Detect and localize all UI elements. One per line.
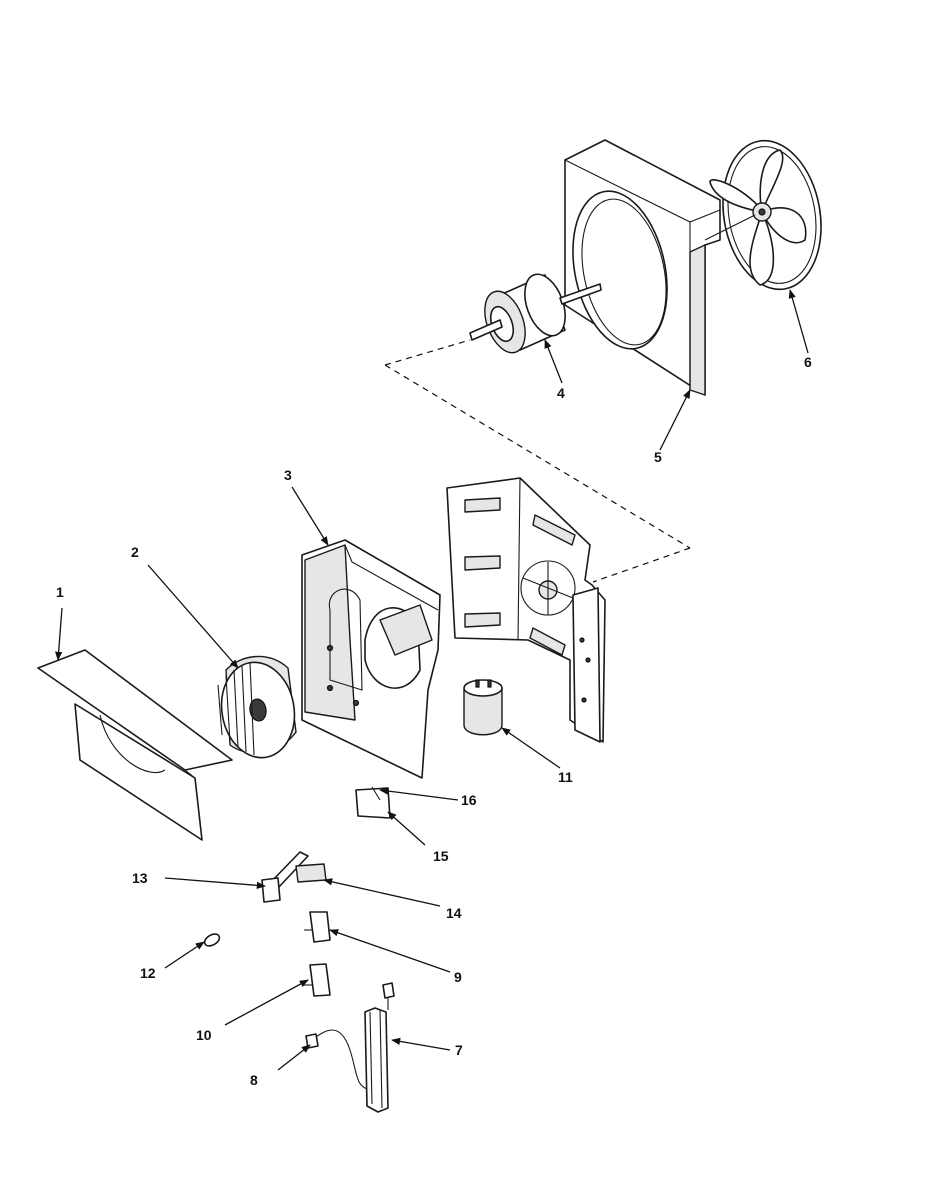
callout-1: 1 [56, 584, 64, 600]
part-3-blower-scroll [301, 539, 441, 779]
callout-12: 12 [140, 965, 156, 981]
part-1-cover-panel [37, 649, 233, 841]
part-15-16-label-plate [355, 786, 391, 819]
callout-10: 10 [196, 1027, 212, 1043]
bulkhead-bracket [446, 477, 606, 743]
part-9-thermostat [304, 911, 331, 943]
callout-5: 5 [654, 449, 662, 465]
part-5-fan-shroud [564, 139, 721, 396]
part-11-capacitor [463, 679, 503, 736]
part-12-clip [203, 933, 221, 947]
callout-4: 4 [557, 385, 565, 401]
callout-8: 8 [250, 1072, 258, 1088]
part-6-fan-blade [704, 139, 822, 291]
part-13-14-switch-bracket [261, 851, 327, 903]
callout-16: 16 [461, 792, 477, 808]
part-4-fan-motor [469, 273, 602, 354]
callout-6: 6 [804, 354, 812, 370]
callout-leader-lines [54, 289, 809, 1071]
callout-14: 14 [446, 905, 462, 921]
part-2-blower-wheel [217, 655, 297, 759]
part-10-switch [302, 963, 331, 997]
callout-2: 2 [131, 544, 139, 560]
callout-labels: 1 2 3 4 5 6 7 8 9 10 11 12 13 14 15 16 [56, 354, 812, 1088]
callout-3: 3 [284, 467, 292, 483]
part-7-8-heater-harness [305, 982, 395, 1113]
callout-11: 11 [558, 769, 573, 785]
callout-15: 15 [433, 848, 449, 864]
callout-7: 7 [455, 1042, 463, 1058]
callout-13: 13 [132, 870, 148, 886]
callout-9: 9 [454, 969, 462, 985]
